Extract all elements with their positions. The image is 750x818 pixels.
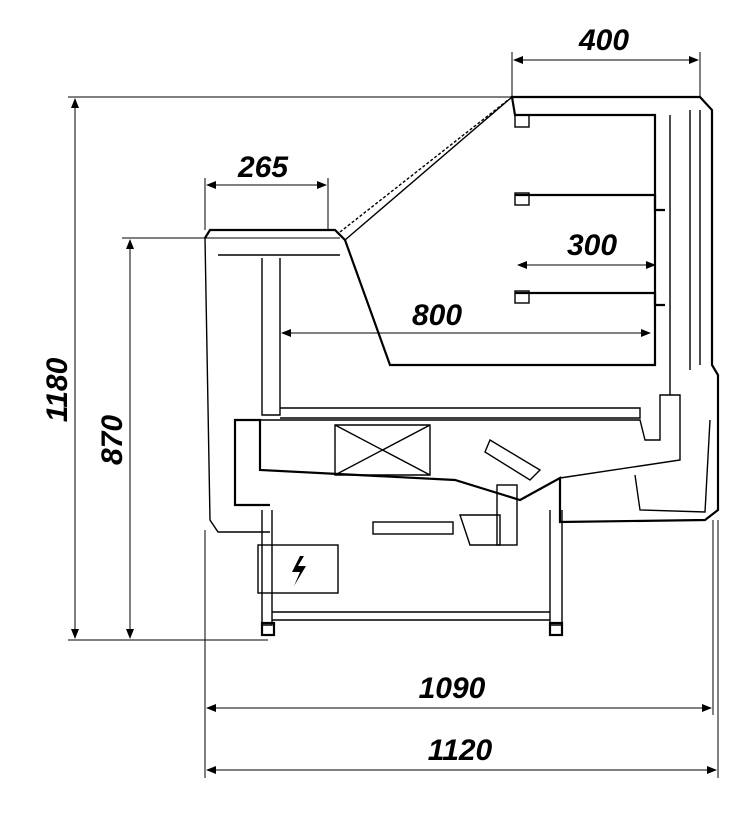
lightning-icon (292, 556, 306, 586)
dim-counter-height: 870 (96, 415, 129, 465)
dimension-lines (68, 52, 719, 778)
cabinet-outline (204, 95, 720, 637)
dim-total-height: 1180 (41, 357, 74, 422)
dim-shelf-depth: 300 (567, 229, 617, 262)
electrical-box (257, 544, 339, 594)
dim-total-width: 1120 (428, 734, 493, 767)
dim-base-width: 1090 (419, 672, 486, 705)
dim-front-ledge: 265 (237, 151, 289, 184)
dim-top-depth: 400 (578, 24, 629, 57)
dim-display-depth: 800 (412, 299, 462, 332)
